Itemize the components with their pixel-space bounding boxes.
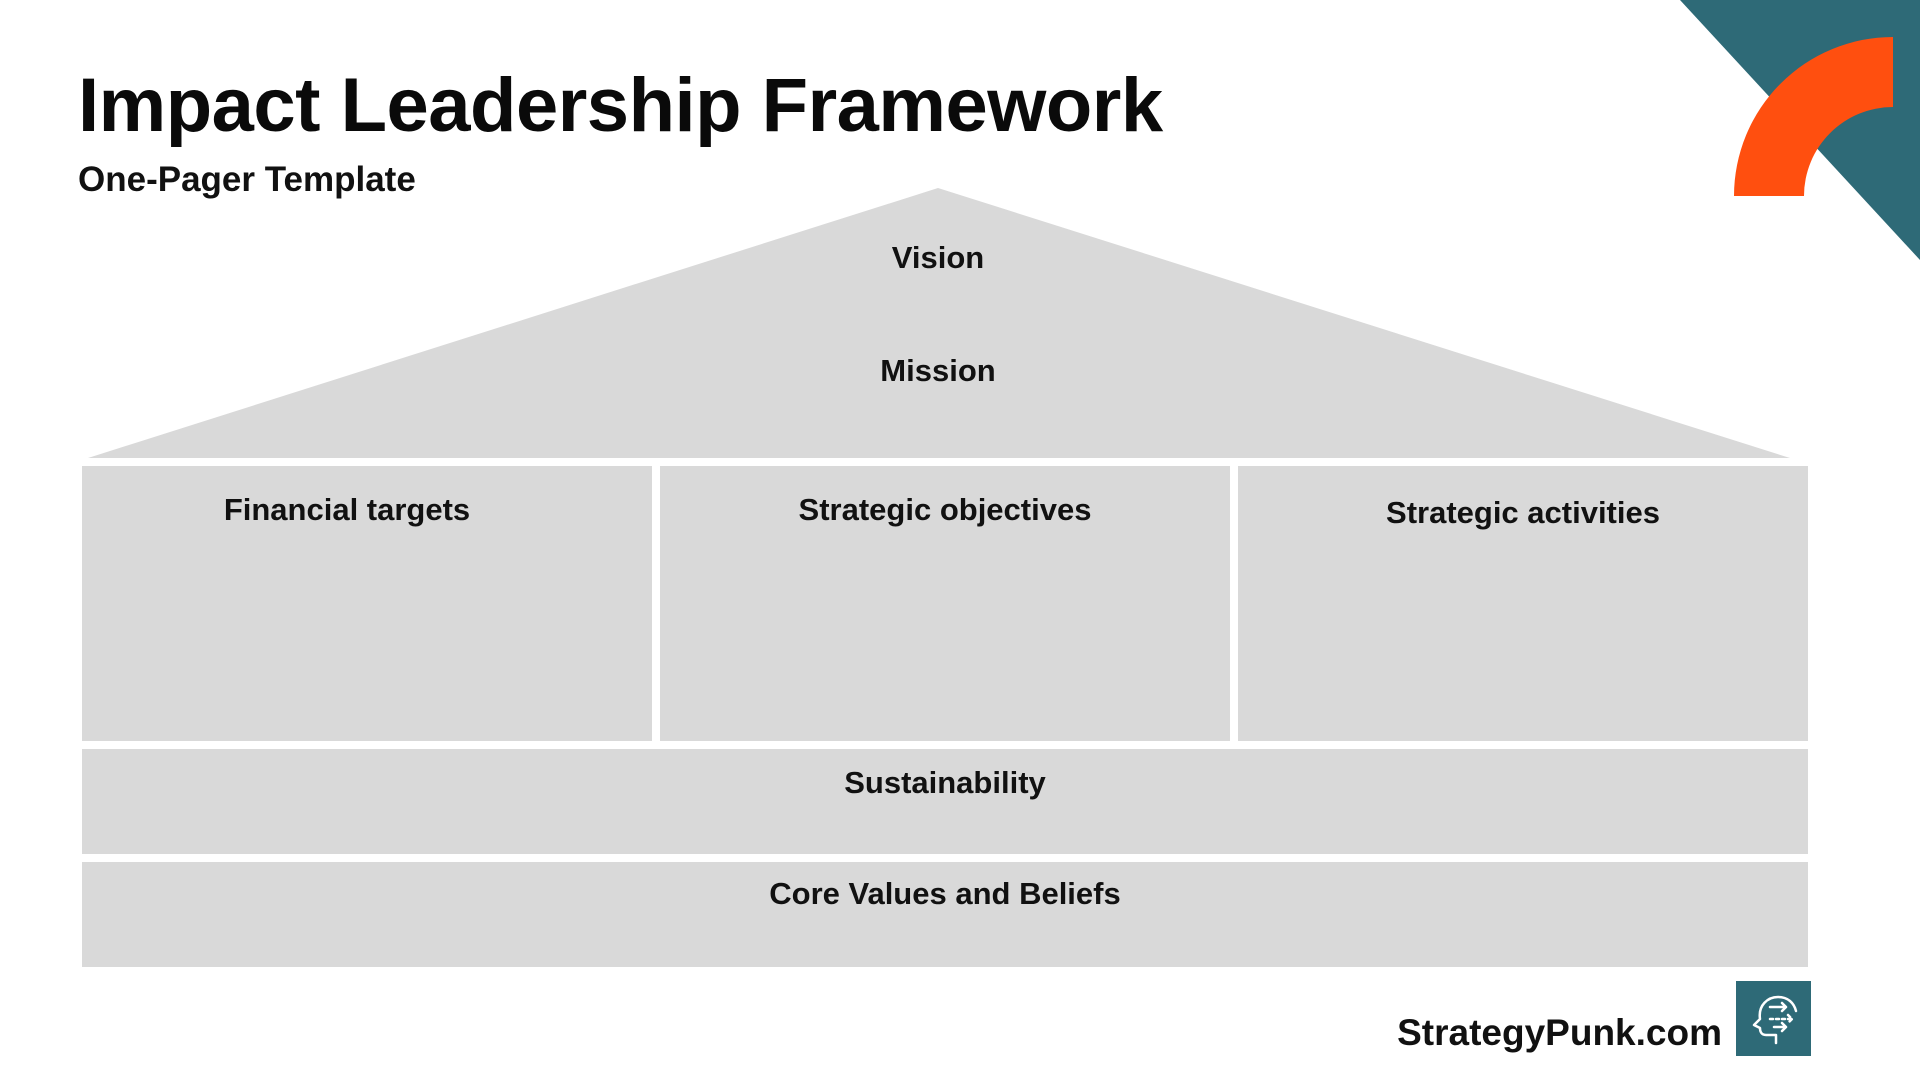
sustainability-box: Sustainability	[82, 749, 1808, 854]
core-values-box: Core Values and Beliefs	[82, 862, 1808, 967]
mission-label: Mission	[880, 353, 996, 388]
vision-label: Vision	[891, 240, 985, 275]
head-arrows-icon	[1736, 981, 1811, 1056]
strategic-objectives-box: Strategic objectives	[660, 466, 1230, 741]
strategic-activities-box: Strategic activities	[1238, 466, 1808, 741]
vision-mission-roof	[88, 188, 1790, 458]
core-values-label: Core Values and Beliefs	[769, 876, 1121, 911]
financial-targets-box: Financial targets	[82, 466, 652, 741]
page-subtitle: One-Pager Template	[78, 160, 416, 199]
corner-decoration-icon	[1680, 0, 1920, 260]
page-title: Impact Leadership Framework	[78, 63, 1163, 148]
strategic-activities-label: Strategic activities	[1386, 495, 1660, 530]
strategic-objectives-label: Strategic objectives	[798, 492, 1092, 527]
brand-text: StrategyPunk.com	[1397, 1012, 1722, 1053]
financial-targets-label: Financial targets	[223, 492, 471, 527]
sustainability-label: Sustainability	[844, 765, 1046, 800]
